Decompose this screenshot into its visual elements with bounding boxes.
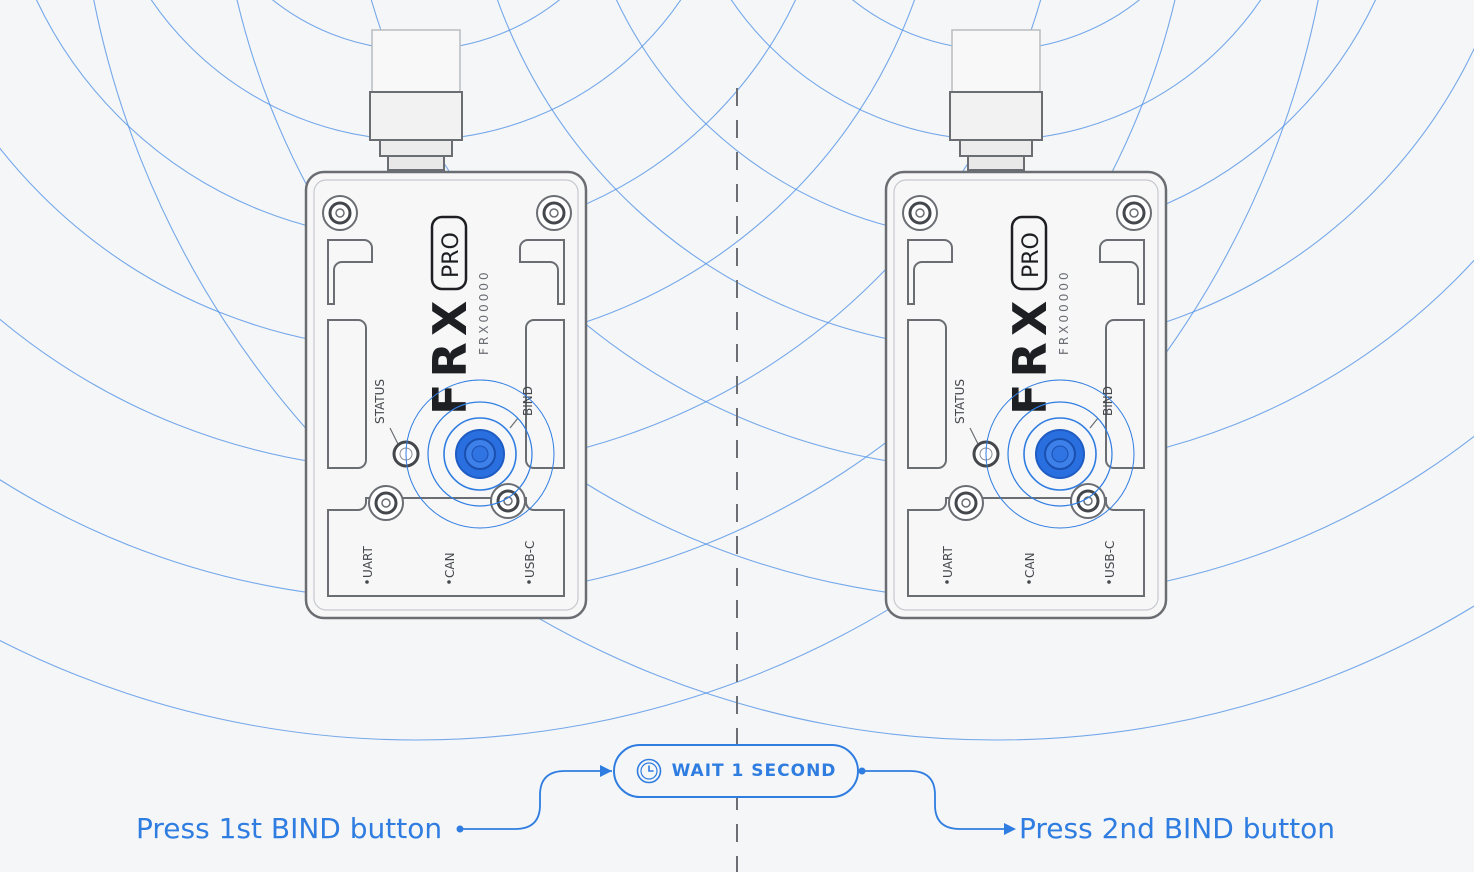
brand-logo: FRX	[1003, 295, 1057, 415]
screw-icon	[1070, 483, 1106, 519]
connector-step1-to-wait	[460, 770, 612, 830]
antenna	[369, 29, 463, 171]
receiver-device-1: FRX FRX00000 PRO STATUS BIND UART CAN US…	[304, 29, 588, 620]
serial-number: FRX00000	[477, 269, 491, 355]
port-label-can: CAN	[443, 552, 457, 578]
port-label-usbc: USB-C	[1103, 541, 1117, 578]
receiver-device-2: FRX FRX00000 PRO STATUS BIND UART CAN US…	[884, 29, 1168, 620]
bind-pulse-rings	[405, 379, 555, 529]
wait-indicator: WAIT 1 SECOND	[613, 744, 859, 798]
status-label: STATUS	[953, 379, 967, 424]
step-1-label: Press 1st BIND button	[136, 812, 443, 845]
connector-wait-to-step2	[862, 770, 1012, 830]
signal-wave	[0, 0, 1319, 741]
screw-icon	[368, 485, 404, 521]
serial-number: FRX00000	[1057, 269, 1071, 355]
port-label-uart: UART	[361, 546, 375, 578]
screw-icon	[902, 195, 938, 231]
status-label: STATUS	[373, 379, 387, 424]
bind-label: BIND	[521, 386, 535, 416]
port-label-can: CAN	[1023, 552, 1037, 578]
signal-wave	[93, 0, 1474, 741]
screw-icon	[490, 483, 526, 519]
step-2-label: Press 2nd BIND button	[1019, 812, 1336, 845]
pro-badge: PRO	[439, 232, 464, 278]
port-label-uart: UART	[941, 546, 955, 578]
screw-icon	[1116, 195, 1152, 231]
brand-logo: FRX	[423, 295, 477, 415]
bind-button[interactable]	[1035, 429, 1085, 479]
arrow-icon	[456, 765, 1016, 835]
bind-label: BIND	[1101, 386, 1115, 416]
port-label-usbc: USB-C	[523, 541, 537, 578]
screw-icon	[948, 485, 984, 521]
antenna	[949, 29, 1043, 171]
bind-pulse-rings	[985, 379, 1135, 529]
signal-waves-right	[93, 0, 1474, 741]
screw-icon	[322, 195, 358, 231]
flow-connectors	[460, 770, 1012, 830]
bind-button[interactable]	[455, 429, 505, 479]
wait-text: WAIT 1 SECOND	[671, 761, 837, 781]
clock-icon	[636, 758, 661, 784]
pro-badge: PRO	[1019, 232, 1044, 278]
screw-icon	[536, 195, 572, 231]
